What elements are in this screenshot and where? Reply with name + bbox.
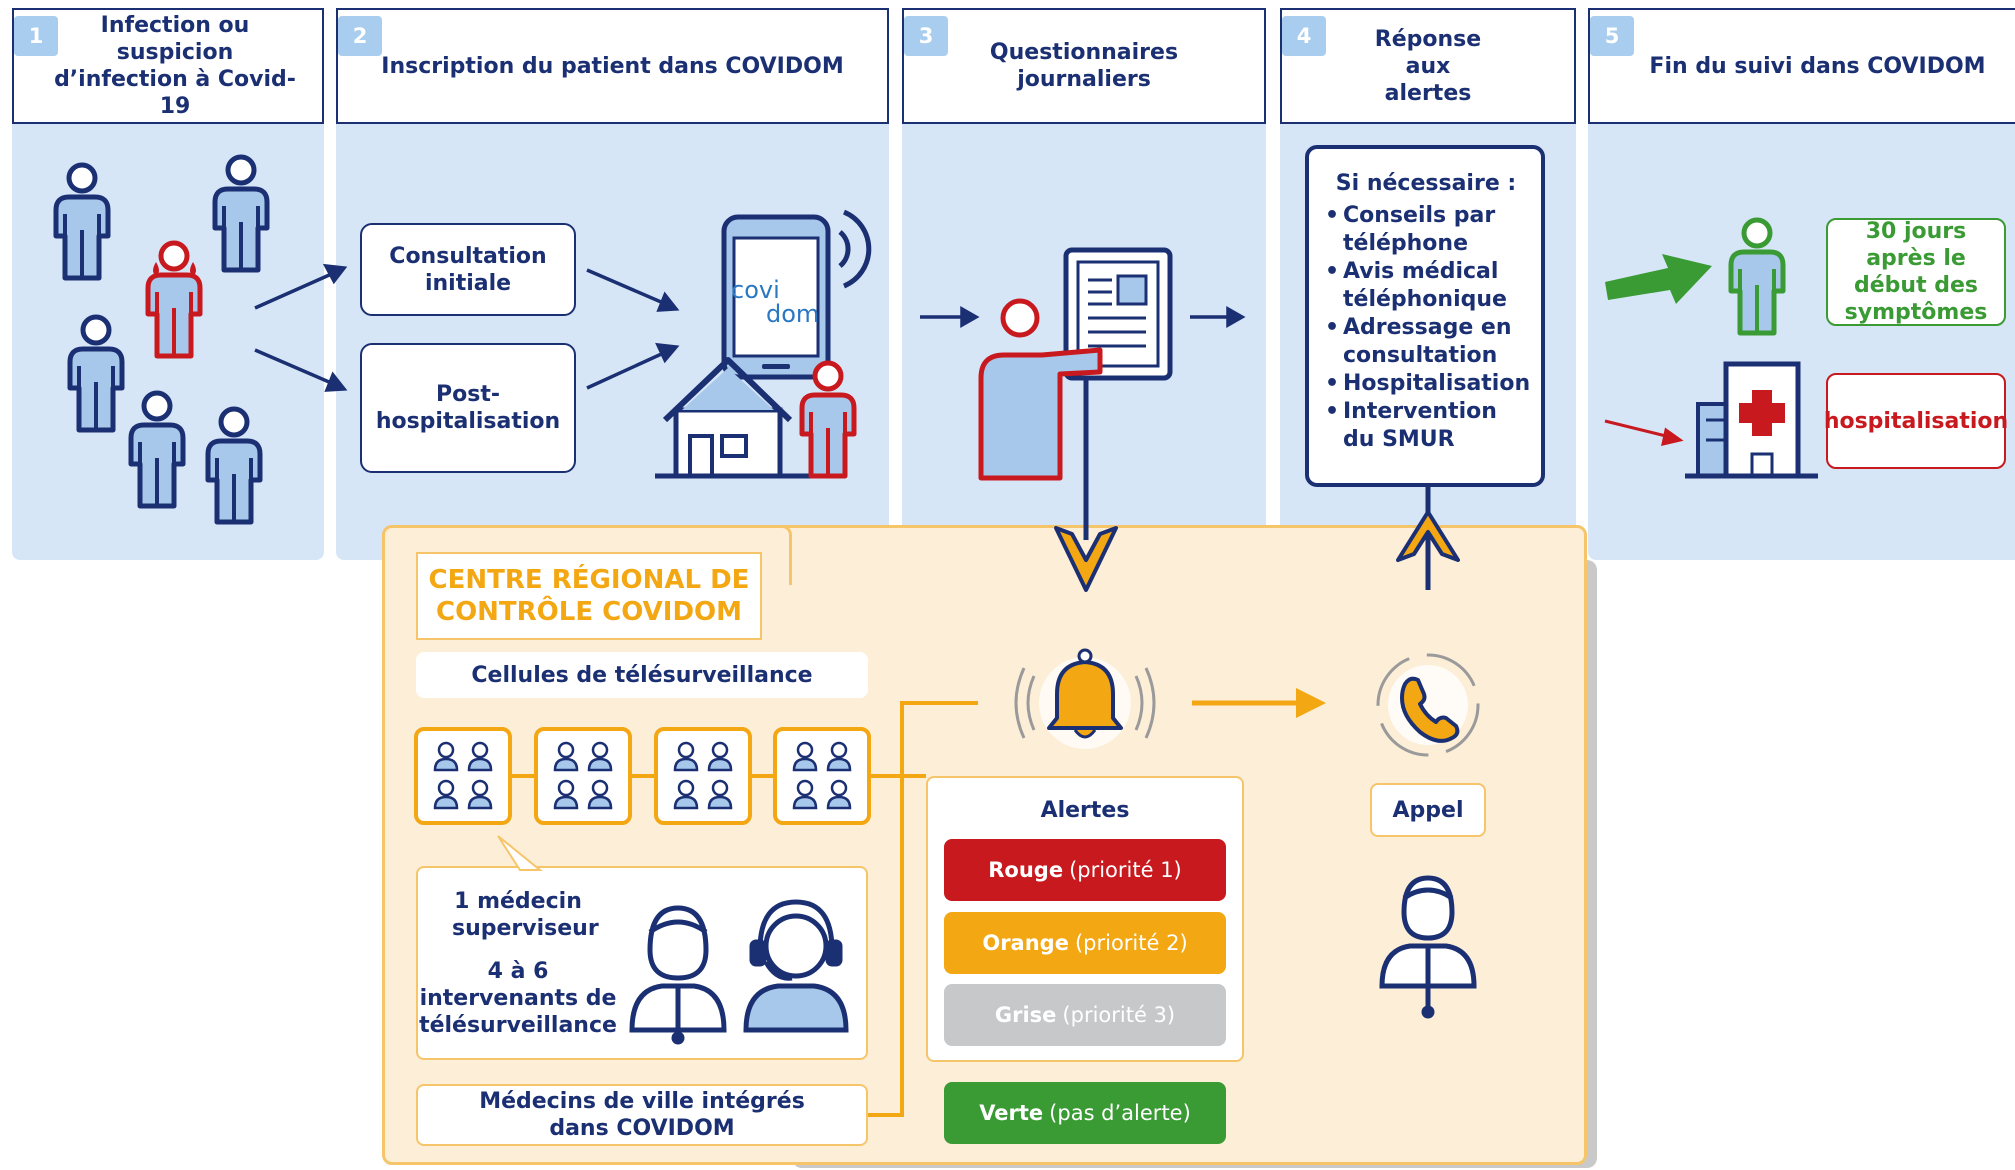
app-name-line1: covi [731, 276, 780, 304]
hospitalisation-label: hospitalisation [1823, 408, 2009, 434]
stage-5-header: Fin du suivi dans COVIDOM [1588, 8, 2015, 124]
stage-2-title: Inscription du patient dans COVIDOM [381, 53, 844, 79]
alert-green: Verte (pas d’alerte) [944, 1082, 1226, 1144]
connector-line [868, 701, 978, 1117]
up-arrow-icon [1396, 510, 1460, 562]
person-icon [208, 409, 260, 522]
phone-icon [1376, 653, 1480, 757]
person-icon [56, 165, 108, 278]
stage-5-title: Fin du suivi dans COVIDOM [1649, 53, 1986, 79]
stage-4-number: 4 [1282, 16, 1326, 56]
cells-label: Cellules de télésurveillance [471, 662, 813, 688]
alert-red: Rouge (priorité 1) [944, 839, 1226, 901]
centre-title-box: CENTRE RÉGIONAL DE CONTRÔLE COVIDOM [416, 552, 762, 640]
bell-icon [1014, 648, 1156, 749]
cells-label-box: Cellules de télésurveillance [416, 652, 868, 698]
doctor-icon [629, 905, 727, 1045]
monitoring-cell-icon [656, 729, 750, 823]
stage-4-header: Réponse aux alertes [1280, 8, 1576, 124]
alert-orange-level: Orange [982, 931, 1069, 955]
smartphone-icon: covi dom [721, 209, 872, 380]
doctor-icon [1379, 875, 1477, 1019]
patient-icon [802, 363, 854, 476]
alert-grey-level: Grise [994, 1003, 1057, 1027]
stage-2-header: Inscription du patient dans COVIDOM [336, 8, 889, 124]
consultation-label: Consultation initiale [389, 243, 547, 296]
monitoring-cell-icon [775, 729, 869, 823]
house-icon [655, 357, 815, 479]
recovered-person-icon [1731, 220, 1783, 333]
monitoring-cell-icon [416, 729, 510, 823]
stage-4-title: Réponse aux alertes [1374, 26, 1482, 106]
call-label: Appel [1392, 797, 1464, 823]
alerts-title: Alertes [1040, 798, 1130, 823]
operator-icon [743, 899, 849, 1033]
operators-label: 4 à 6 intervenants de télésurveillance [419, 958, 617, 1038]
response-list: Conseils par téléphone Avis médical télé… [1325, 202, 1530, 454]
centre-title: CENTRE RÉGIONAL DE CONTRÔLE COVIDOM [428, 565, 750, 627]
city-doctors-box: Médecins de ville intégrés dans COVIDOM [416, 1084, 868, 1146]
response-item: Adressage en consultation [1325, 314, 1527, 370]
supervisor-label: 1 médecin superviseur [452, 888, 599, 941]
alert-red-level: Rouge [988, 858, 1064, 882]
stage-3-header: Questionnaires journaliers [902, 8, 1266, 124]
sick-person-icon [148, 243, 200, 356]
alert-green-priority: (pas d’alerte) [1049, 1101, 1191, 1125]
alert-grey: Grise (priorité 3) [944, 984, 1226, 1046]
staff-text: 1 médecin superviseur 4 à 6 intervenants… [418, 888, 618, 1039]
alert-grey-priority: (priorité 3) [1062, 1003, 1176, 1027]
hospital-icon [1685, 361, 1818, 479]
hospitalisation-box: hospitalisation [1823, 373, 2009, 469]
app-name-line2: dom [766, 300, 819, 328]
person-icon [131, 393, 183, 506]
response-item: Conseils par téléphone [1325, 202, 1527, 258]
consultation-box: Consultation initiale [360, 223, 576, 316]
arrow-icon [1604, 419, 1684, 447]
arrow-icon [586, 268, 680, 390]
alert-red-priority: (priorité 1) [1069, 858, 1182, 882]
down-arrow-icon [1054, 526, 1118, 592]
post-hospitalisation-label: Post-hospitalisation [375, 382, 561, 434]
stage-3-number: 3 [904, 16, 948, 56]
green-arrow-icon [1605, 254, 1712, 304]
stage-3-title: Questionnaires journaliers [989, 40, 1179, 92]
city-doctors-label: Médecins de ville intégrés dans COVIDOM [479, 1089, 805, 1141]
speech-pointer [497, 835, 543, 871]
stage-1-number: 1 [14, 16, 58, 56]
arrow-icon [1190, 305, 1246, 329]
patient-icon [978, 298, 1103, 481]
alert-orange-priority: (priorité 2) [1074, 931, 1188, 955]
response-item: Avis médical téléphonique [1325, 258, 1527, 314]
stage-2-number: 2 [338, 16, 382, 56]
monitoring-cell-icon [536, 729, 630, 823]
response-heading: Si nécessaire : [1335, 171, 1517, 196]
alert-orange: Orange (priorité 2) [944, 912, 1226, 974]
stage-1-header: Infection ou suspicion d’infection à Cov… [12, 8, 324, 124]
stage-5-number: 5 [1590, 16, 1634, 56]
response-item: Hospitalisation [1325, 370, 1530, 398]
recovery-box: 30 jours après le début des symptômes [1826, 218, 2006, 326]
alert-green-level: Verte [979, 1101, 1044, 1125]
recovery-label: 30 jours après le début des symptômes [1844, 219, 1988, 325]
call-box: Appel [1370, 783, 1486, 837]
arrow-icon [920, 305, 980, 329]
person-icon [215, 157, 267, 270]
sweat-drop-icon [153, 262, 196, 276]
post-hospitalisation-box: Post-hospitalisation [360, 343, 576, 473]
person-icon [70, 317, 122, 430]
questionnaire-icon [1063, 247, 1173, 381]
response-box: Si nécessaire : Conseils par téléphone A… [1305, 145, 1545, 487]
response-item: Intervention du SMUR [1325, 398, 1527, 454]
arrow-icon [254, 263, 348, 392]
arrow-icon [1192, 688, 1326, 718]
stage-1-title: Infection ou suspicion d’infection à Cov… [54, 13, 296, 119]
